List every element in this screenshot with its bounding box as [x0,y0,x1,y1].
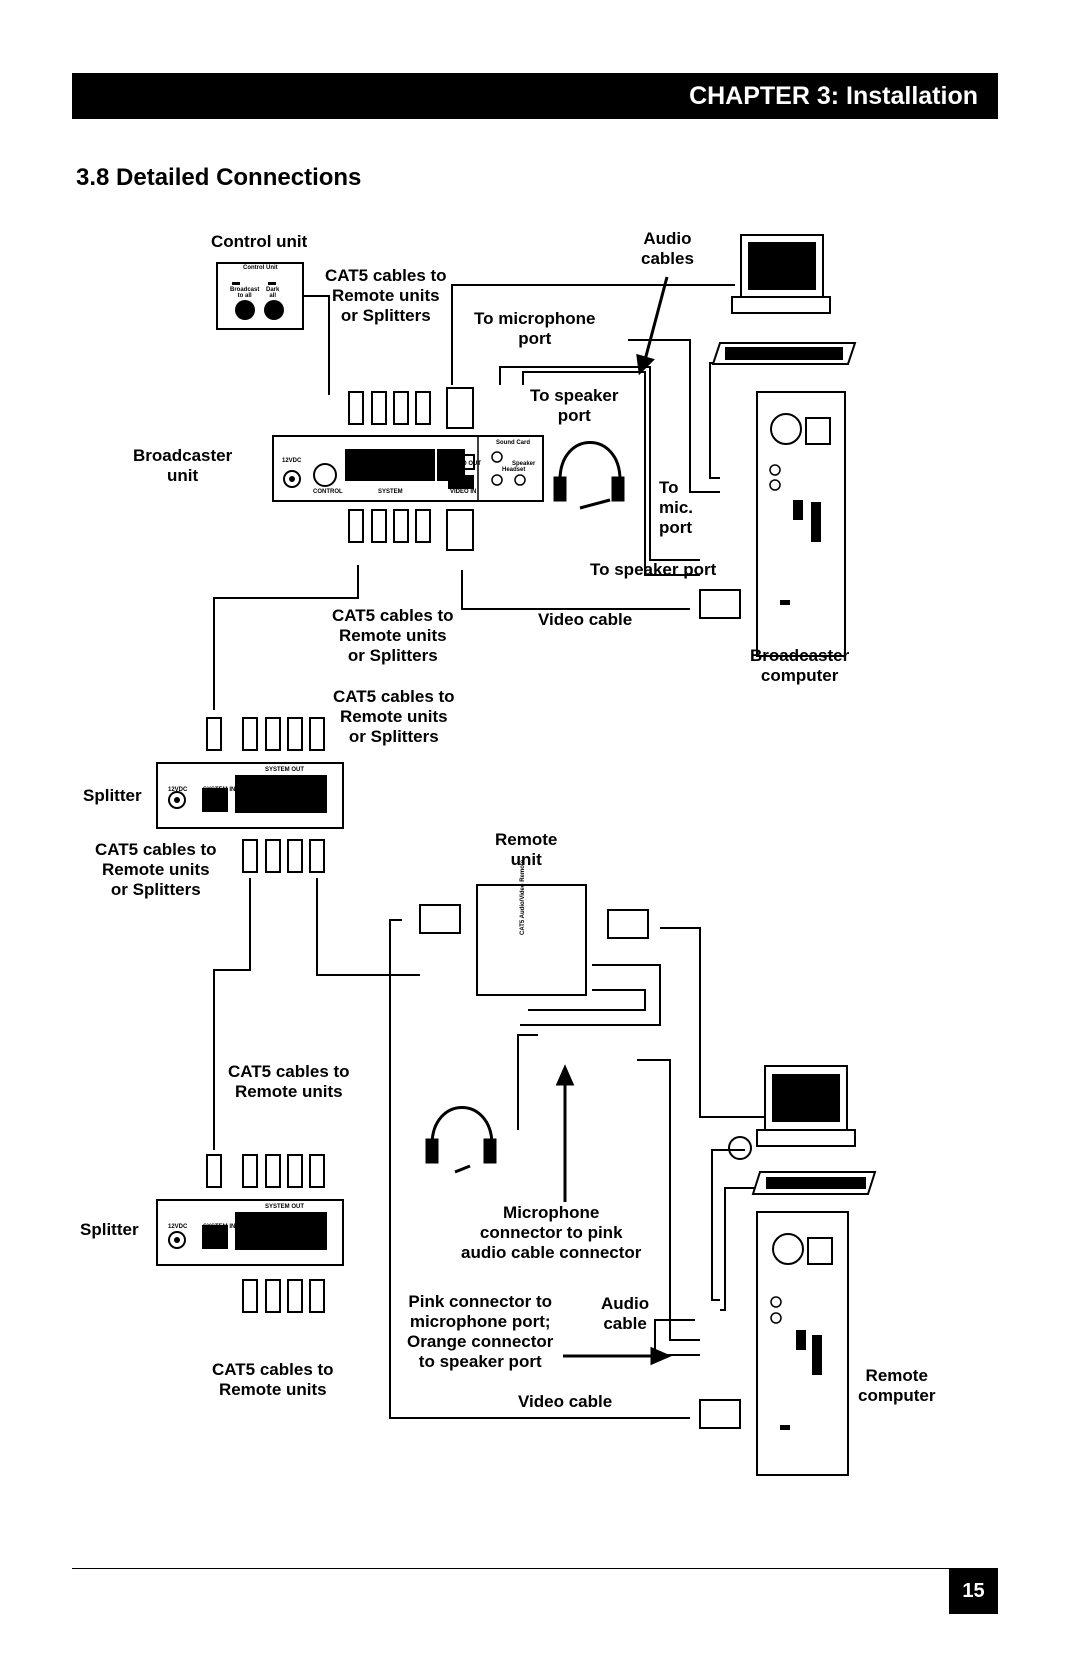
headset-icon-1 [553,441,625,510]
control-unit-panel-text: Control Unit [243,265,278,271]
broadcaster-unit-label: Broadcaster unit [133,446,233,485]
splitter-2-system-in-text: SYSTEM IN [203,1224,236,1230]
splitter-1-label: Splitter [83,786,142,805]
audio-cables-label: Audio cables [641,229,694,268]
cat5-remote-label-1: CAT5 cables to Remote units [228,1062,350,1101]
splitter-2-system-out-text: SYSTEM OUT [265,1204,305,1210]
video-cable-label-2: Video cable [518,1392,613,1411]
section-title: 3.8 Detailed Connections [76,164,362,191]
audio-cable-label: Audio cable [601,1294,650,1333]
broadcaster-video-in-text: VIDEO IN [450,489,477,495]
remote-unit-device [476,884,587,996]
broadcaster-computer [711,234,857,657]
broadcaster-computer-label: Broadcaster computer [750,646,850,685]
splitter-2-vdc-text: 12VDC [168,1224,188,1230]
broadcaster-speaker-text: Speaker [512,461,536,467]
to-speaker-port-label-2: To speaker port [590,560,717,579]
splitter-1-system-in-text: SYSTEM IN [203,787,236,793]
cat5-mid2-label: CAT5 cables to Remote units or Splitters [333,687,455,746]
splitter-2-label: Splitter [80,1220,139,1239]
broadcaster-unit-device [272,435,544,502]
broadcaster-control-text: CONTROL [313,489,343,495]
page-number: 15 [949,1568,998,1614]
cat5-mid-label: CAT5 cables to Remote units or Splitters [332,606,454,665]
splitter-1-system-out-text: SYSTEM OUT [265,767,305,773]
chapter-title: CHAPTER 3: Installation [689,82,978,110]
broadcaster-vdc-text: 12VDC [282,458,302,464]
broadcaster-headset-text: Headset [502,467,526,473]
remote-unit-label: Remote unit [495,830,558,869]
broadcaster-video-out-text: VIDEO OUT [448,461,482,467]
broadcaster-sound-card-text: Sound Card [496,440,530,446]
remote-computer-label: Remote computer [858,1366,936,1405]
arrows [555,276,672,1366]
splitter-1-device [156,762,344,829]
chapter-header-bar: CHAPTER 3: Installation [72,73,998,119]
dark-all-text: Dark all [266,287,280,299]
video-cable-label-1: Video cable [538,610,633,629]
to-microphone-port-label: To microphone port [474,309,596,348]
cat5-top-label: CAT5 cables to Remote units or Splitters [325,266,447,325]
cat5-left-label: CAT5 cables to Remote units or Splitters [95,840,217,899]
to-speaker-port-label-1: To speaker port [530,386,619,425]
cat5-connectors [206,387,741,1429]
remote-computer [728,1065,877,1476]
splitter-2-device [156,1199,344,1266]
headset-icon-2 [425,1106,497,1174]
broadcast-to-all-text: Broadcast to all [230,287,260,299]
control-unit-label: Control unit [211,232,308,251]
splitter-1-vdc-text: 12VDC [168,787,188,793]
cat5-remote-label-2: CAT5 cables to Remote units [212,1360,334,1399]
microphone-connector-label: Microphone connector to pink audio cable… [461,1203,642,1262]
to-mic-port-label: To mic. port [659,478,694,537]
remote-panel-text: CAT5 Audio/Video Remote [520,859,526,935]
broadcaster-system-text: SYSTEM [378,489,403,495]
pink-connector-label: Pink connector to microphone port; Orang… [407,1292,554,1371]
footer-rule [72,1568,998,1569]
control-unit-device [216,262,304,330]
